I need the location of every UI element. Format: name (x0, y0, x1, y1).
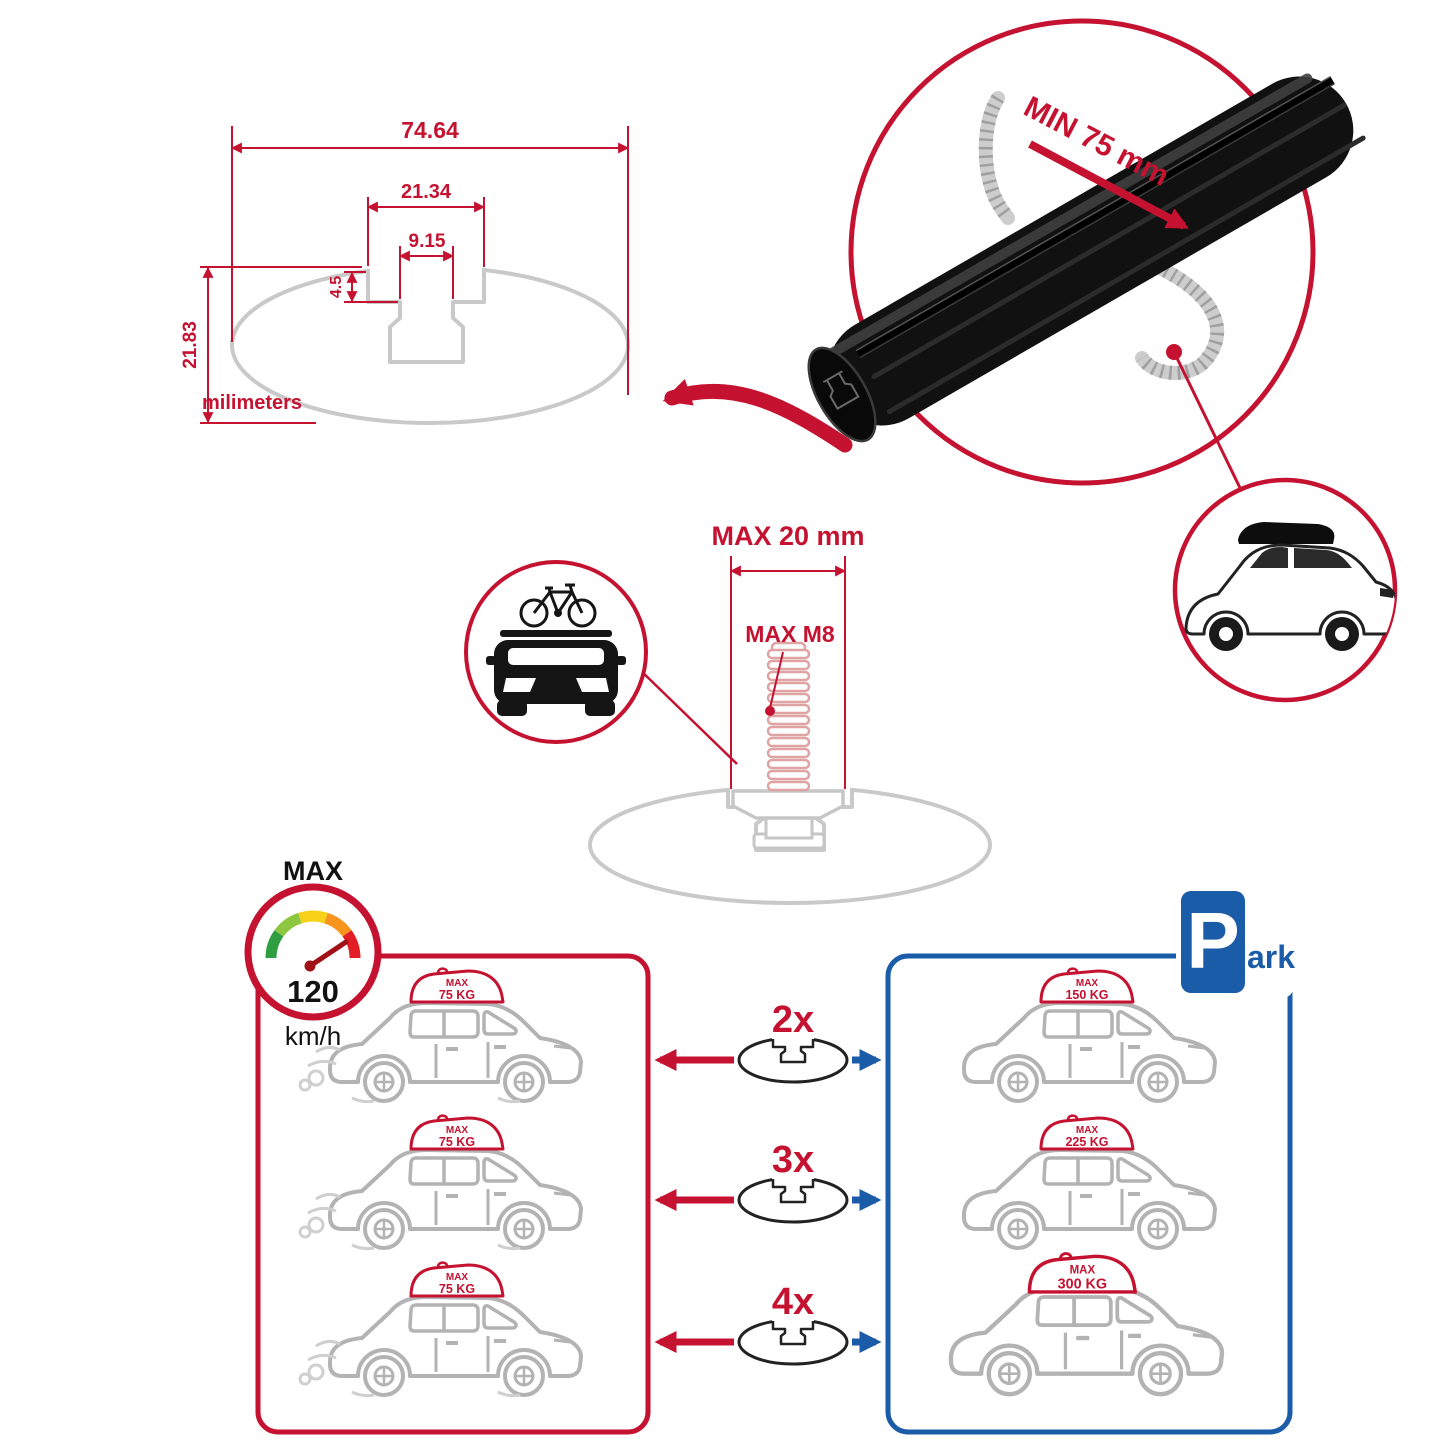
parked-car-3: MAX 300 KG (951, 1251, 1222, 1395)
svg-text:75 KG: 75 KG (439, 1282, 475, 1296)
svg-text:MAX: MAX (1076, 978, 1099, 989)
park-suffix: ark (1247, 939, 1295, 975)
svg-text:225 KG: 225 KG (1065, 1135, 1108, 1149)
park-sign: P ark (1176, 886, 1295, 998)
roof-bag-icon: MAX 150 KG (1039, 967, 1135, 1004)
cross-section-diagram: 74.64 21.34 9.15 4.5 21.83 milimeters (180, 117, 630, 425)
t-nut-icon (731, 789, 845, 850)
svg-text:75 KG: 75 KG (439, 988, 475, 1002)
dim-lip-depth: 4.5 (328, 276, 345, 298)
multiplier-row-3: 4x (654, 1281, 882, 1366)
dim-channel-outer: 21.34 (401, 181, 452, 203)
driving-car-2: MAX 75 KG (298, 1114, 583, 1251)
car-front-icon (486, 630, 626, 716)
svg-text:75 KG: 75 KG (439, 1135, 475, 1149)
bolt-thread-icon (766, 641, 811, 792)
suv-roofbox-circle (1172, 477, 1398, 703)
dimension-lines (200, 126, 630, 424)
bolt-diagram: MAX 20 mm MAX M8 (464, 521, 992, 905)
pointer-swoosh-arrow (662, 378, 853, 453)
driving-car-3: MAX 75 KG (298, 1261, 583, 1398)
crossbar-zoom-circle: MIN 75 mm (807, 18, 1366, 493)
svg-text:150 KG: 150 KG (1065, 988, 1108, 1002)
dim-channel-inner: 9.15 (409, 231, 446, 252)
bike-icon (519, 583, 597, 628)
bolt-dimension-lines (635, 556, 847, 789)
suv-roofbox-icon (1184, 522, 1395, 651)
roof-bag-icon: MAX 75 KG (409, 967, 505, 1004)
bike-car-circle (464, 560, 648, 744)
leader-to-car-circle (1174, 355, 1244, 493)
gauge-needle (307, 939, 349, 969)
parking-icon (1181, 891, 1245, 993)
units-label: milimeters (202, 392, 302, 414)
parked-car-1: MAX 150 KG (962, 967, 1217, 1103)
min-grip-arrow (1028, 140, 1189, 230)
max-length-label: MAX 20 mm (711, 521, 864, 551)
svg-text:MAX: MAX (1070, 1265, 1096, 1277)
svg-text:300 KG: 300 KG (1058, 1277, 1108, 1293)
speed-limit-badge: MAX 120 km/h (244, 856, 382, 1051)
parked-car-2: MAX 225 KG (962, 1114, 1217, 1250)
crossbar-profile-icon (737, 1314, 849, 1366)
crossbar-end-face (807, 346, 877, 443)
crossbar-profile-icon (737, 1172, 849, 1224)
dim-total-width: 74.64 (401, 117, 459, 143)
speed-value: 120 (287, 974, 339, 1009)
crossbar-3d-icon (807, 73, 1366, 443)
crossbar-profile-icon (737, 1032, 849, 1084)
roof-bag-icon: MAX 225 KG (1039, 1114, 1135, 1151)
speed-max-label: MAX (283, 856, 343, 886)
speedometer-icon (244, 883, 382, 1021)
roof-bag-icon: MAX 300 KG (1027, 1251, 1137, 1294)
multiplier-row-2: 3x (654, 1139, 882, 1224)
clamp-rod-icon (978, 91, 1015, 225)
clamp-detail-dot (1166, 344, 1182, 360)
speed-unit: km/h (285, 1021, 341, 1051)
driving-car-1: MAX 75 KG (298, 967, 583, 1104)
svg-text:MAX: MAX (1076, 1125, 1099, 1136)
multiplier-row-1: 2x (654, 999, 882, 1084)
svg-text:MAX: MAX (446, 1125, 469, 1136)
svg-text:MAX: MAX (446, 978, 469, 989)
clamp-hook-icon (1135, 253, 1244, 493)
svg-text:MAX: MAX (446, 1272, 469, 1283)
thread-leader-dot (765, 706, 775, 716)
dim-total-height: 21.83 (180, 321, 201, 369)
max-thread-label: MAX M8 (745, 621, 835, 647)
roof-bag-icon: MAX 75 KG (409, 1261, 505, 1298)
roof-bag-icon: MAX 75 KG (409, 1114, 505, 1151)
park-letter: P (1186, 896, 1239, 985)
